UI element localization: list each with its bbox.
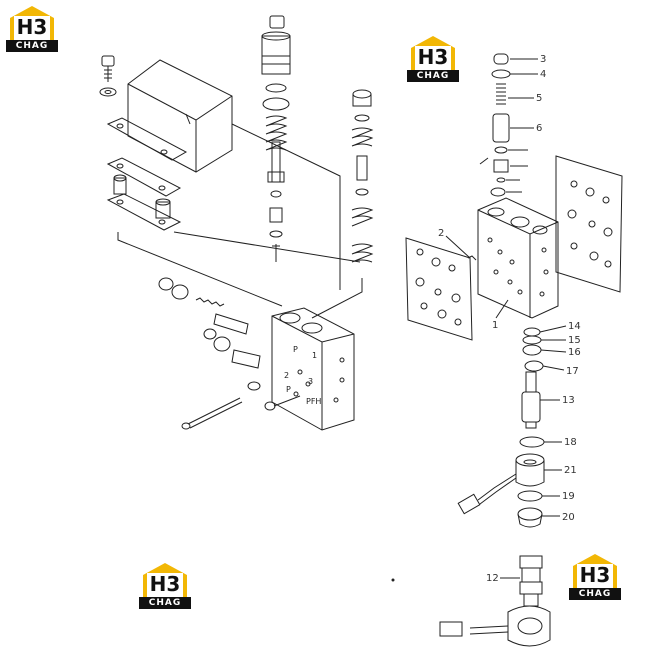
right-assembly bbox=[391, 53, 623, 647]
logo-top-left: H3 CHAG bbox=[6, 6, 58, 52]
solenoid-valve-assembly bbox=[439, 555, 551, 647]
gasket-plate-2 bbox=[106, 157, 182, 197]
body-mark-3: 3 bbox=[308, 377, 313, 386]
solenoid-spool-part bbox=[521, 371, 560, 429]
gasket-plate-1 bbox=[106, 117, 188, 161]
body-mark-pfh: PFH bbox=[306, 397, 321, 406]
callout-13: 13 bbox=[562, 395, 575, 406]
body-mark-p1: P bbox=[293, 345, 298, 354]
logo-house-icon bbox=[411, 36, 455, 70]
callout-12: 12 bbox=[486, 573, 499, 584]
logo-mark: H3 bbox=[16, 15, 48, 39]
gasket-panel-right bbox=[555, 155, 623, 293]
callout-21: 21 bbox=[564, 465, 577, 476]
callout-3: 3 bbox=[540, 54, 546, 65]
callout-17: 17 bbox=[566, 366, 579, 377]
side-fittings bbox=[158, 277, 301, 430]
spacer-block-2 bbox=[155, 198, 171, 219]
callout-4: 4 bbox=[540, 69, 546, 80]
logo-house-icon bbox=[143, 563, 187, 597]
solenoid-coil-part bbox=[457, 453, 562, 515]
logo-mark: H3 bbox=[149, 572, 181, 596]
valve-stack-right bbox=[311, 89, 374, 319]
callout-5: 5 bbox=[536, 93, 542, 104]
callout-18: 18 bbox=[564, 437, 577, 448]
screw-part bbox=[101, 55, 115, 82]
logo-bottom-left: H3 CHAG bbox=[139, 563, 191, 609]
logo-top-center: H3 CHAG bbox=[407, 36, 459, 82]
callout-2: 2 bbox=[438, 228, 444, 239]
logo-mark: H3 bbox=[417, 45, 449, 69]
callout-1: 1 bbox=[492, 320, 498, 331]
logo-house-icon bbox=[10, 6, 54, 40]
valve-stack-center bbox=[261, 15, 291, 262]
callout-16: 16 bbox=[568, 347, 581, 358]
callout-20: 20 bbox=[562, 512, 575, 523]
main-valve-block bbox=[477, 197, 559, 319]
logo-house-icon bbox=[573, 554, 617, 588]
body-mark-1: 1 bbox=[312, 351, 317, 360]
callout-14: 14 bbox=[568, 321, 581, 332]
logo-bottom-right: H3 CHAG bbox=[569, 554, 621, 600]
callout-19: 19 bbox=[562, 491, 575, 502]
logo-text: CHAG bbox=[139, 597, 191, 609]
logo-text: CHAG bbox=[569, 588, 621, 600]
logo-mark: H3 bbox=[579, 563, 611, 587]
washer-part bbox=[99, 87, 117, 97]
spacer-block-1 bbox=[113, 174, 127, 195]
cover-box-part bbox=[127, 59, 233, 173]
logo-text: CHAG bbox=[6, 40, 58, 52]
gasket-plate-3 bbox=[106, 193, 182, 231]
body-mark-p2: P bbox=[286, 385, 291, 394]
coil-nut-part bbox=[517, 507, 560, 528]
logo-text: CHAG bbox=[407, 70, 459, 82]
body-mark-2: 2 bbox=[284, 371, 289, 380]
left-assembly bbox=[99, 15, 374, 431]
gasket-panel-left bbox=[405, 237, 473, 341]
callout-15: 15 bbox=[568, 335, 581, 346]
callout-6: 6 bbox=[536, 123, 542, 134]
